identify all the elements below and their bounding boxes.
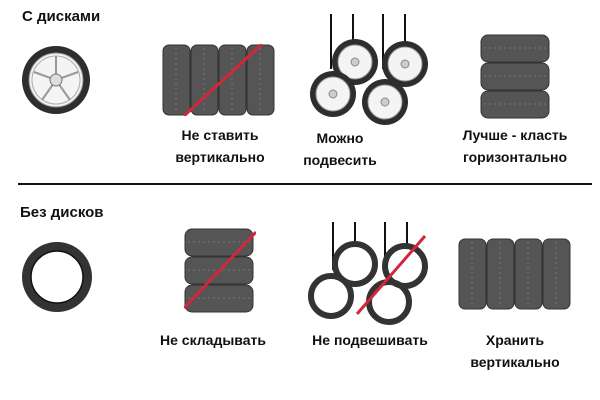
tires-vertical-crossed-icon xyxy=(162,44,275,116)
wheels-hanging-icon xyxy=(310,14,428,125)
label-line: подвесить xyxy=(303,152,377,168)
label-no-hang: Не подвешивать xyxy=(300,329,440,351)
tires-stacked-icon xyxy=(480,34,550,119)
label-line: вертикально xyxy=(175,149,265,165)
label-line: Не подвешивать xyxy=(312,332,428,348)
label-line: Лучше - класть xyxy=(462,127,568,143)
tire-without-rim-icon xyxy=(22,242,92,312)
section-title-with-rims: С дисками xyxy=(22,8,101,25)
label-better-horizontal: Лучше - класть горизонтально xyxy=(450,124,580,168)
wheel-with-rim-icon xyxy=(22,46,90,114)
label-can-hang: Можно подвесить xyxy=(290,127,390,171)
label-store-vertical: Хранить вертикально xyxy=(450,329,580,373)
label-line: Хранить xyxy=(485,332,545,348)
tires-stacked-crossed-icon xyxy=(184,228,256,313)
tires-vertical-icon xyxy=(458,238,571,310)
label-line: Не складывать xyxy=(160,332,266,348)
section-title-without-rims: Без дисков xyxy=(20,204,104,221)
label-line: горизонтально xyxy=(462,149,568,165)
section-divider xyxy=(18,183,592,185)
label-no-vertical: Не ставить вертикально xyxy=(150,124,290,168)
label-no-stack: Не складывать xyxy=(148,329,278,351)
label-line: Не ставить xyxy=(181,127,259,143)
label-line: вертикально xyxy=(470,354,560,370)
label-line: Можно xyxy=(316,130,364,146)
tires-hanging-crossed-icon xyxy=(308,222,428,325)
